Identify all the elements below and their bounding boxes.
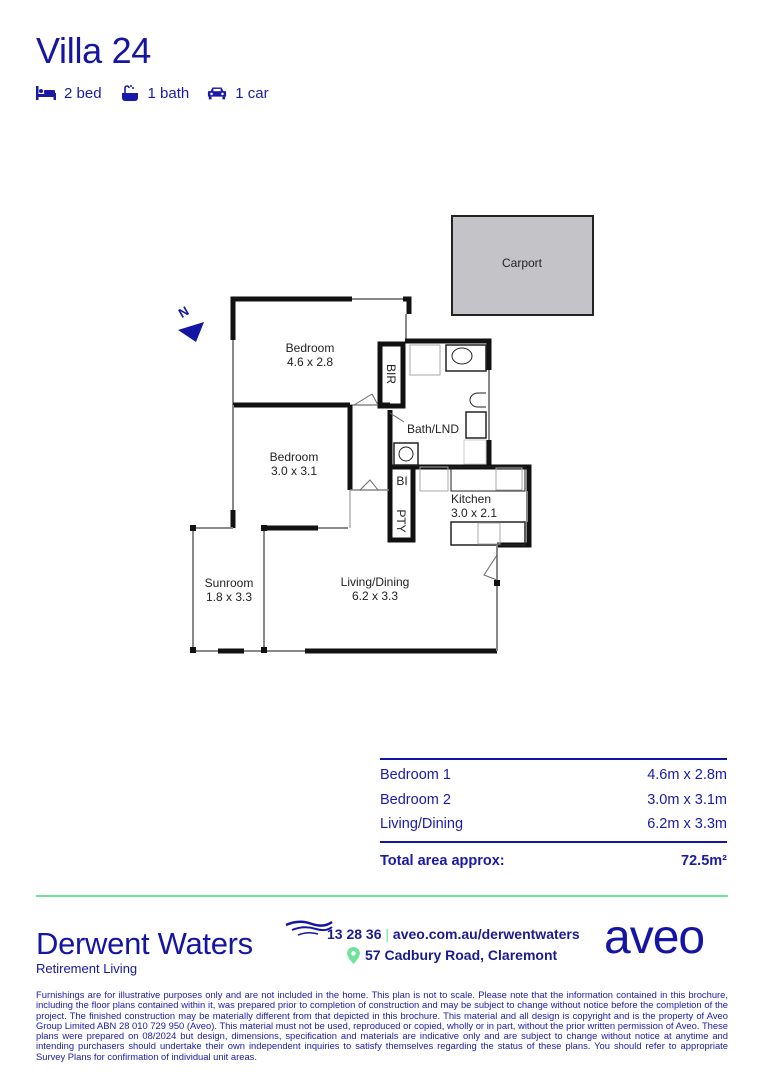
aveo-logo: aveo <box>604 911 705 964</box>
feature-bath-label: 1 bath <box>147 84 190 102</box>
room-label-bi: BI <box>396 474 408 488</box>
compass-north-icon: N <box>176 303 204 342</box>
room-name: Bedroom 2 <box>380 791 451 808</box>
room-label-bedroom1: Bedroom 4.6 x 2.8 <box>285 341 335 369</box>
derwent-waters-logo: Derwent Waters Retirement Living <box>36 920 333 976</box>
room-size: 6.2m x 3.3m <box>647 816 727 833</box>
room-size-table: Bedroom 1 4.6m x 2.8m Bedroom 2 3.0m x 3… <box>380 758 727 873</box>
table-row: Bedroom 2 3.0m x 3.1m <box>380 788 727 813</box>
room-name: Living/Dining <box>380 816 464 833</box>
table-bottom-rule <box>380 840 727 843</box>
room-label-living: Living/Dining 6.2 x 3.3 <box>340 575 410 603</box>
table-top-rule <box>380 758 727 760</box>
contact-info: 13 28 36 | aveo.com.au/derwentwaters 57 … <box>327 924 580 966</box>
address: 57 Cadbury Road, Claremont <box>365 947 558 963</box>
footer-divider <box>36 895 728 897</box>
feature-bath: 1 bath <box>120 84 190 102</box>
room-label-bir: BIR <box>384 363 398 384</box>
total-area-row: Total area approx: 72.5m² <box>380 849 727 874</box>
table-row: Bedroom 1 4.6m x 2.8m <box>380 763 727 788</box>
room-label-sunroom: Sunroom 1.8 x 3.3 <box>204 576 254 604</box>
bed-icon <box>36 86 56 100</box>
separator: | <box>385 926 390 942</box>
room-label-bath: Bath/LND <box>406 422 460 436</box>
location-pin-icon <box>347 947 360 964</box>
waves-icon <box>285 920 333 936</box>
room-size: 4.6m x 2.8m <box>647 767 727 784</box>
total-area-value: 72.5m² <box>681 852 727 869</box>
brand-subtitle: Retirement Living <box>36 961 138 976</box>
table-row: Living/Dining 6.2m x 3.3m <box>380 812 727 837</box>
room-label-pty: PTY <box>394 509 408 533</box>
room-label-carport: Carport <box>501 256 542 270</box>
feature-car-label: 1 car <box>235 84 269 102</box>
room-label-bedroom2: Bedroom 3.0 x 3.1 <box>269 450 319 478</box>
carport-area <box>451 215 594 316</box>
room-name: Bedroom 1 <box>380 767 451 784</box>
disclaimer-text: Furnishings are for illustrative purpose… <box>36 989 728 1062</box>
bath-icon <box>121 85 138 101</box>
website-link[interactable]: aveo.com.au/derwentwaters <box>392 926 580 942</box>
phone-number[interactable]: 13 28 36 <box>327 926 382 942</box>
total-area-label: Total area approx: <box>380 852 505 869</box>
room-size: 3.0m x 3.1m <box>647 791 727 808</box>
svg-text:N: N <box>176 303 192 321</box>
brand-name: Derwent Waters <box>36 926 253 961</box>
feature-bed: 2 bed <box>36 84 102 102</box>
feature-bed-label: 2 bed <box>64 84 102 102</box>
feature-list: 2 bed 1 bath 1 car <box>36 84 269 102</box>
room-label-kitchen: Kitchen 3.0 x 2.1 <box>451 492 498 520</box>
feature-car: 1 car <box>207 84 269 102</box>
car-icon <box>208 87 227 100</box>
page-title: Villa 24 <box>36 30 152 71</box>
floor-plan: N <box>176 215 594 654</box>
